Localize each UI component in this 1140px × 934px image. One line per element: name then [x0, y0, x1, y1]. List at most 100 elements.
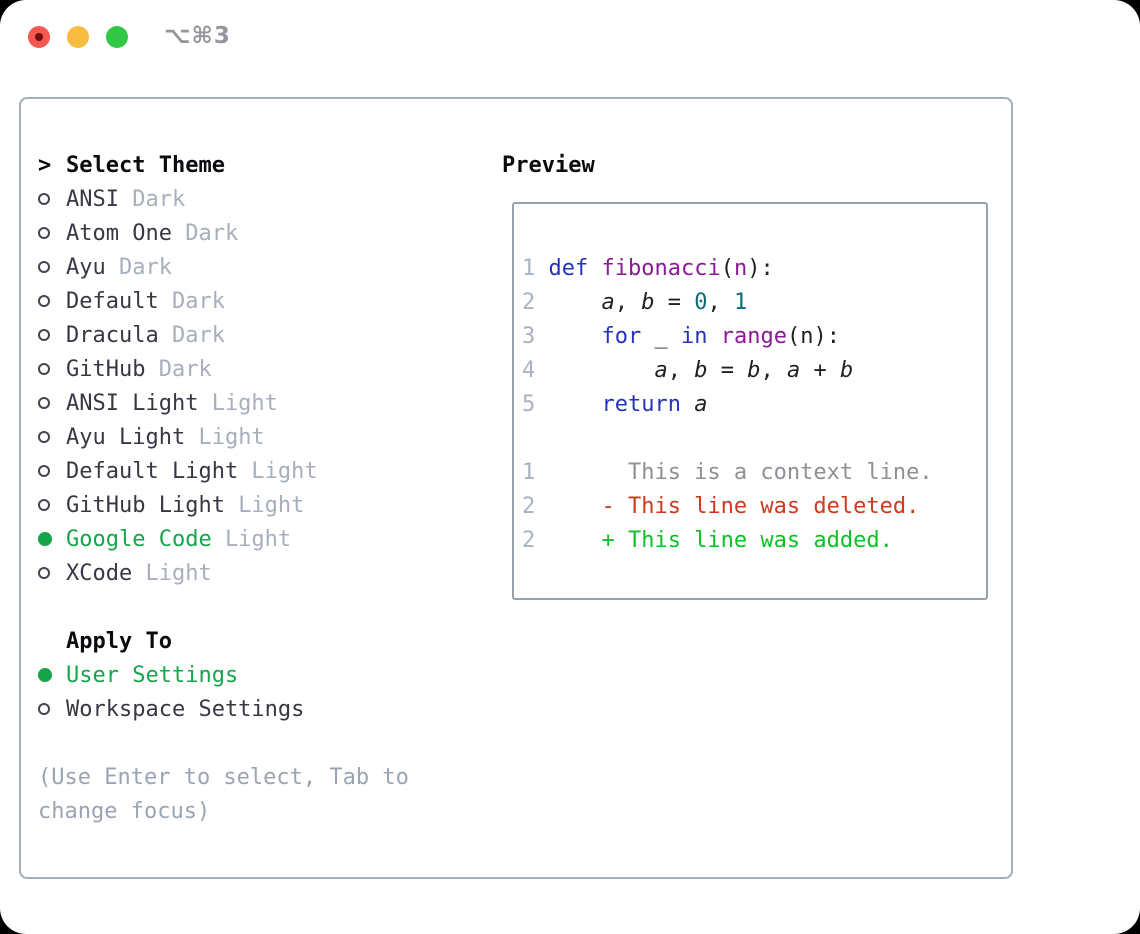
apply-option-user-settings[interactable]: User Settings	[38, 658, 478, 692]
apply-option-label: User Settings	[66, 662, 239, 688]
radio-unselected-icon	[38, 227, 66, 239]
code-line-3: 3 for _ in range(n):	[522, 319, 980, 353]
line-content: for _ in range(n):	[601, 323, 840, 349]
spacer	[38, 590, 478, 624]
apply-option-workspace-settings[interactable]: Workspace Settings	[38, 692, 478, 726]
theme-variant: Dark	[118, 254, 172, 280]
close-button[interactable]	[28, 26, 50, 48]
theme-variant: Dark	[171, 322, 225, 348]
radio-unselected-icon	[38, 431, 66, 443]
theme-name: Atom One	[66, 220, 172, 246]
theme-name: Ayu Light	[66, 424, 186, 450]
radio-unselected-icon	[38, 567, 66, 579]
radio-unselected-icon	[38, 465, 66, 477]
line-content: def fibonacci(n):	[548, 255, 774, 281]
apply-to-header: Apply To	[38, 624, 478, 658]
theme-name: Default	[66, 288, 159, 314]
apply-to-label: Apply To	[66, 628, 172, 654]
theme-variant: Light	[211, 390, 278, 416]
theme-variant: Light	[251, 458, 318, 484]
line-number: 2	[522, 493, 536, 519]
radio-unselected-icon	[38, 261, 66, 273]
theme-variant: Dark	[171, 288, 225, 314]
theme-option-github-dark[interactable]: GitHub Dark	[38, 352, 478, 386]
select-theme-header: > Select Theme	[38, 148, 478, 182]
line-content: + This line was added.	[548, 527, 893, 553]
line-content: a, b = b, a + b	[654, 357, 854, 383]
close-dot-icon	[35, 33, 43, 41]
radio-unselected-icon	[38, 499, 66, 511]
prompt-caret-icon: >	[38, 152, 52, 178]
prompt-gutter: >	[38, 153, 66, 178]
theme-name: Default Light	[66, 458, 239, 484]
minimize-button[interactable]	[67, 26, 89, 48]
theme-option-dracula-dark[interactable]: Dracula Dark	[38, 318, 478, 352]
line-number: 1	[522, 255, 536, 281]
radio-selected-icon	[38, 668, 66, 682]
theme-option-ansi-light-light[interactable]: ANSI Light Light	[38, 386, 478, 420]
radio-selected-icon	[38, 532, 66, 546]
theme-name: ANSI	[66, 186, 119, 212]
blank-line	[522, 421, 980, 455]
theme-name: Google Code	[66, 526, 212, 552]
theme-option-default-dark[interactable]: Default Dark	[38, 284, 478, 318]
theme-option-ayu-dark[interactable]: Ayu Dark	[38, 250, 478, 284]
diff-added-line: 2 + This line was added.	[522, 523, 980, 557]
code-line-2: 2 a, b = 0, 1	[522, 285, 980, 319]
line-number: 4	[522, 357, 536, 383]
theme-option-xcode-light[interactable]: XCode Light	[38, 556, 478, 590]
theme-name: GitHub	[66, 356, 146, 382]
theme-name: Dracula	[66, 322, 159, 348]
theme-option-ansi-dark[interactable]: ANSI Dark	[38, 182, 478, 216]
code-line-4: 4 a, b = b, a + b	[522, 353, 980, 387]
radio-unselected-icon	[38, 363, 66, 375]
theme-option-default-light-light[interactable]: Default Light Light	[38, 454, 478, 488]
theme-name: Ayu	[66, 254, 106, 280]
diff-context-line: 1 This is a context line.	[522, 455, 980, 489]
line-content: - This line was deleted.	[548, 493, 920, 519]
line-content: This is a context line.	[548, 459, 933, 485]
maximize-button[interactable]	[106, 26, 128, 48]
theme-option-github-light-light[interactable]: GitHub Light Light	[38, 488, 478, 522]
theme-variant: Dark	[158, 356, 212, 382]
titlebar: ⌥⌘3	[0, 0, 1140, 72]
theme-name: XCode	[66, 560, 133, 586]
theme-variant: Light	[238, 492, 305, 518]
window-title: ⌥⌘3	[164, 23, 231, 49]
theme-variant: Dark	[132, 186, 186, 212]
apply-option-label: Workspace Settings	[66, 696, 305, 722]
line-number: 5	[522, 391, 536, 417]
line-number: 2	[522, 527, 536, 553]
theme-name: GitHub Light	[66, 492, 225, 518]
code-line-5: 5 return a	[522, 387, 980, 421]
select-theme-label: Select Theme	[66, 152, 225, 178]
preview-title: Preview	[502, 152, 595, 178]
line-content: a, b = 0, 1	[601, 289, 748, 315]
theme-option-google-code-light[interactable]: Google Code Light	[38, 522, 478, 556]
theme-name: ANSI Light	[66, 390, 199, 416]
theme-option-atom-one-dark[interactable]: Atom One Dark	[38, 216, 478, 250]
spacer	[38, 726, 478, 760]
radio-unselected-icon	[38, 193, 66, 205]
radio-unselected-icon	[38, 295, 66, 307]
radio-unselected-icon	[38, 397, 66, 409]
theme-variant: Light	[224, 526, 292, 552]
help-text-line-1: (Use Enter to select, Tab to	[38, 764, 409, 790]
theme-variant: Dark	[185, 220, 239, 246]
diff-deleted-line: 2 - This line was deleted.	[522, 489, 980, 523]
radio-unselected-icon	[38, 703, 66, 715]
theme-variant: Light	[145, 560, 212, 586]
line-number: 3	[522, 323, 536, 349]
help-text-line-2: change focus)	[38, 798, 211, 824]
line-number: 1	[522, 459, 536, 485]
line-number: 2	[522, 289, 536, 315]
radio-unselected-icon	[38, 329, 66, 341]
code-line-1: 1 def fibonacci(n):	[522, 251, 980, 285]
